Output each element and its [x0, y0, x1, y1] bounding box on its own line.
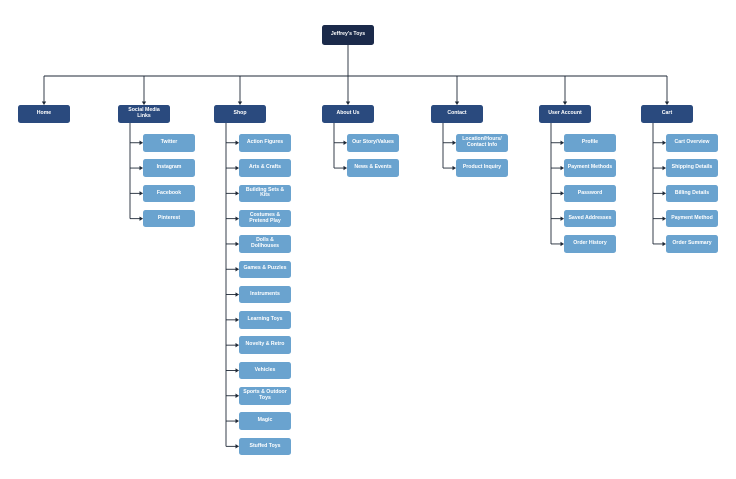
arrow-head — [662, 140, 666, 145]
item-pinterest: Pinterest — [143, 209, 195, 228]
arrow-head — [560, 165, 564, 171]
arrow-head — [235, 191, 239, 196]
item-learning-toys: Learning Toys — [239, 311, 291, 329]
item-password: Password — [564, 184, 616, 203]
arrow-head — [454, 101, 460, 105]
arrow-head — [237, 101, 243, 105]
item-dolls-dollhouses: Dolls & Dollhouses — [239, 235, 291, 253]
item-saved-addresses: Saved Addresses — [564, 209, 616, 228]
arrow-head — [343, 140, 347, 145]
item-order-history: Order History — [564, 235, 616, 253]
arrow-head — [41, 101, 47, 105]
item-billing-details: Billing Details — [666, 184, 718, 203]
item-facebook: Facebook — [143, 184, 195, 203]
arrow-head — [343, 165, 347, 171]
arrow-head — [235, 241, 239, 247]
arrow-head — [139, 165, 143, 171]
arrow-head — [235, 140, 239, 145]
item-location-hours-contact-info: Location/Hours/ Contact Info — [456, 134, 508, 152]
arrow-head — [662, 165, 666, 171]
arrow-head — [560, 140, 564, 145]
category-shop: Shop — [214, 105, 266, 123]
arrow-head — [141, 101, 147, 105]
category-contact: Contact — [431, 105, 483, 123]
item-novelty-retro: Novelty & Retro — [239, 336, 291, 354]
arrow-head — [139, 191, 143, 196]
arrow-head — [235, 165, 239, 171]
item-payment-methods: Payment Methods — [564, 159, 616, 177]
item-arts-crafts: Arts & Crafts — [239, 159, 291, 177]
category-cart: Cart — [641, 105, 693, 123]
item-stuffed-toys: Stuffed Toys — [239, 437, 291, 456]
item-building-sets-kits: Building Sets & Kits — [239, 184, 291, 203]
item-order-summary: Order Summary — [666, 235, 718, 253]
arrow-head — [664, 101, 670, 105]
arrow-head — [345, 101, 351, 105]
item-product-inquiry: Product Inquiry — [456, 159, 508, 177]
arrow-head — [235, 368, 239, 373]
arrow-head — [560, 241, 564, 247]
arrow-head — [235, 393, 239, 398]
arrow-head — [235, 216, 239, 221]
item-shipping-details: Shipping Details — [666, 159, 718, 177]
item-instagram: Instagram — [143, 159, 195, 177]
arrow-head — [235, 342, 239, 348]
item-magic: Magic — [239, 412, 291, 430]
item-twitter: Twitter — [143, 134, 195, 152]
item-sports-outdoor-toys: Sports & Outdoor Toys — [239, 387, 291, 405]
category-social-media-links: Social Media Links — [118, 105, 170, 123]
arrow-head — [662, 241, 666, 247]
item-action-figures: Action Figures — [239, 134, 291, 152]
item-news-events: News & Events — [347, 159, 399, 177]
arrow-head — [452, 165, 456, 171]
category-about-us: About Us — [322, 105, 374, 123]
arrow-head — [662, 216, 666, 221]
item-games-puzzles: Games & Puzzles — [239, 260, 291, 278]
arrow-head — [452, 140, 456, 145]
arrow-head — [560, 216, 564, 221]
arrow-head — [235, 292, 239, 297]
item-cart-overview: Cart Overview — [666, 134, 718, 152]
root-node: Jeffrey's Toys — [322, 25, 374, 45]
arrow-head — [235, 444, 239, 449]
arrow-head — [235, 267, 239, 272]
item-costumes-pretend-play: Costumes & Pretend Play — [239, 209, 291, 228]
item-vehicles: Vehicles — [239, 361, 291, 380]
arrow-head — [662, 191, 666, 196]
item-payment-method: Payment Method — [666, 209, 718, 228]
item-profile: Profile — [564, 134, 616, 152]
arrow-head — [235, 317, 239, 323]
arrow-head — [235, 418, 239, 424]
arrow-head — [139, 140, 143, 145]
arrow-head — [562, 101, 568, 105]
category-user-account: User Account — [539, 105, 591, 123]
item-our-story-values: Our Story/Values — [347, 134, 399, 152]
arrow-head — [139, 216, 143, 221]
item-instruments: Instruments — [239, 285, 291, 304]
arrow-head — [560, 191, 564, 196]
category-home: Home — [18, 105, 70, 123]
